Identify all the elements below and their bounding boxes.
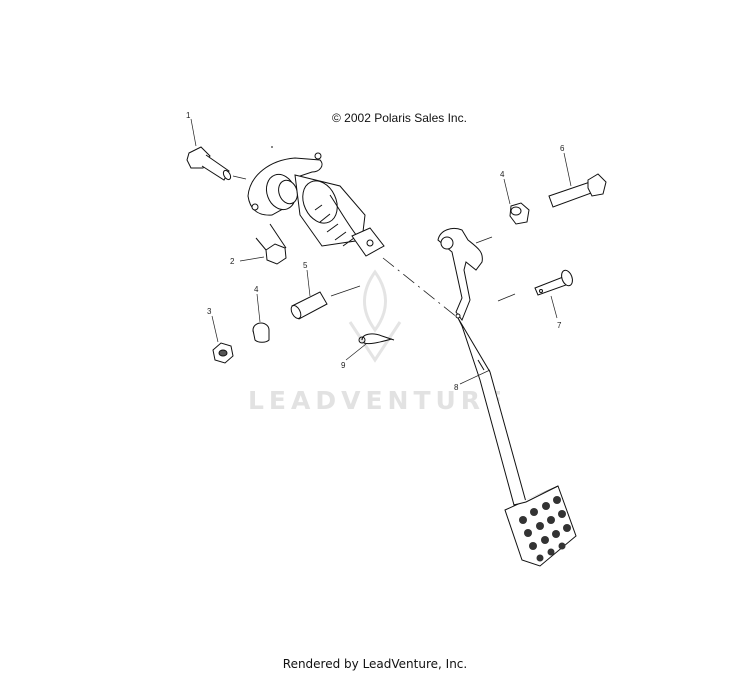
- part-1-bolt: [186, 146, 232, 181]
- part-3-lock-nut: [212, 342, 234, 364]
- rendered-by-footer: Rendered by LeadVenture, Inc.: [282, 657, 468, 671]
- callout-leaders: [190, 118, 572, 385]
- watermark-text: LEADVENTURE: [248, 386, 508, 415]
- callout-6: 6: [560, 144, 565, 153]
- callout-3: 3: [207, 307, 212, 316]
- part-4-bushing-right: [509, 202, 530, 225]
- part-6-pedal-bolt: [548, 173, 607, 208]
- copyright-notice: © 2002 Polaris Sales Inc.: [332, 111, 467, 125]
- alignment-lines: [232, 175, 516, 319]
- watermark-logo-icon: [348, 269, 402, 363]
- callout-5: 5: [303, 261, 308, 270]
- callout-7: 7: [557, 321, 562, 330]
- part-8-brake-pedal: [437, 227, 577, 567]
- part-pivot-shaft-housing: [247, 146, 385, 257]
- part-4-bushing-left: [252, 322, 270, 343]
- part-5-spacer-sleeve: [290, 291, 328, 320]
- part-7-clevis-pin: [534, 269, 573, 296]
- callout-9: 9: [341, 361, 346, 370]
- callout-1: 1: [186, 111, 191, 120]
- callout-8: 8: [454, 383, 459, 392]
- callout-4-left: 4: [254, 285, 259, 294]
- callout-2: 2: [230, 257, 235, 266]
- part-2-nut: [255, 223, 287, 265]
- callout-4-right: 4: [500, 170, 505, 179]
- part-9-hair-pin-clip: [358, 333, 395, 345]
